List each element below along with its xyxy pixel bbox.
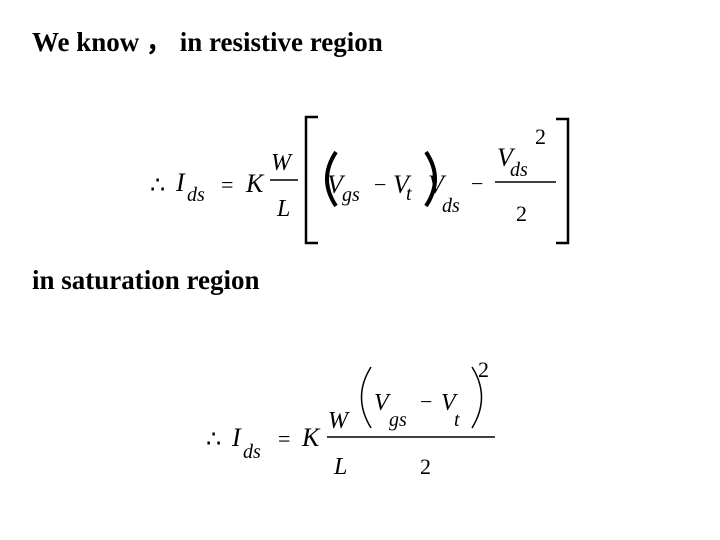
left-parenthesis bbox=[325, 150, 338, 208]
minus-sign-2: − bbox=[471, 171, 483, 196]
fraction-denominator-L: L bbox=[276, 196, 290, 222]
voltage-V-t: V bbox=[393, 170, 412, 199]
subscript-t: t bbox=[406, 183, 412, 205]
fraction-denominator-L-2: L bbox=[333, 454, 347, 480]
heading-resistive-region: We know ， in resistive region bbox=[32, 27, 383, 57]
current-symbol-I: I bbox=[175, 168, 186, 197]
therefore-symbol-2: ∴ bbox=[206, 427, 221, 453]
constant-K: K bbox=[245, 169, 265, 198]
subscript-gs-2: gs bbox=[389, 409, 407, 431]
current-symbol-I-2: I bbox=[231, 423, 242, 452]
subscript-ds-3: ds bbox=[243, 441, 261, 463]
minus-sign: − bbox=[374, 172, 386, 197]
right-parenthesis-2 bbox=[471, 366, 483, 429]
subscript-gs: gs bbox=[342, 184, 360, 206]
subscript-ds-numerator: ds bbox=[510, 159, 528, 181]
left-parenthesis-2 bbox=[360, 366, 372, 429]
right-parenthesis bbox=[424, 150, 437, 208]
exponent-2: 2 bbox=[535, 124, 546, 149]
equals-sign: = bbox=[221, 172, 233, 197]
voltage-V-t-2: V bbox=[441, 390, 458, 416]
therefore-symbol: ∴ bbox=[150, 173, 165, 199]
voltage-V-gs-2: V bbox=[374, 390, 391, 416]
fraction-numerator-W: W bbox=[271, 150, 293, 176]
voltage-V-ds-numerator: V bbox=[497, 143, 516, 172]
left-square-bracket bbox=[304, 115, 318, 245]
subscript-ds-2: ds bbox=[442, 195, 460, 217]
subscript-ds: ds bbox=[187, 184, 205, 206]
heading-saturation-region: in saturation region bbox=[32, 265, 260, 295]
constant-K-2: K bbox=[301, 423, 321, 452]
fraction-numerator-W-2: W bbox=[328, 408, 350, 434]
voltage-V-gs: V bbox=[327, 170, 346, 199]
minus-sign-3: − bbox=[420, 389, 432, 414]
voltage-V-ds: V bbox=[428, 170, 447, 199]
subscript-t-2: t bbox=[454, 409, 460, 431]
denominator-2-saturation: 2 bbox=[420, 454, 431, 479]
exponent-2-saturation: 2 bbox=[478, 357, 489, 382]
right-square-bracket bbox=[556, 117, 570, 245]
equals-sign-2: = bbox=[278, 426, 290, 451]
denominator-2: 2 bbox=[516, 201, 527, 226]
